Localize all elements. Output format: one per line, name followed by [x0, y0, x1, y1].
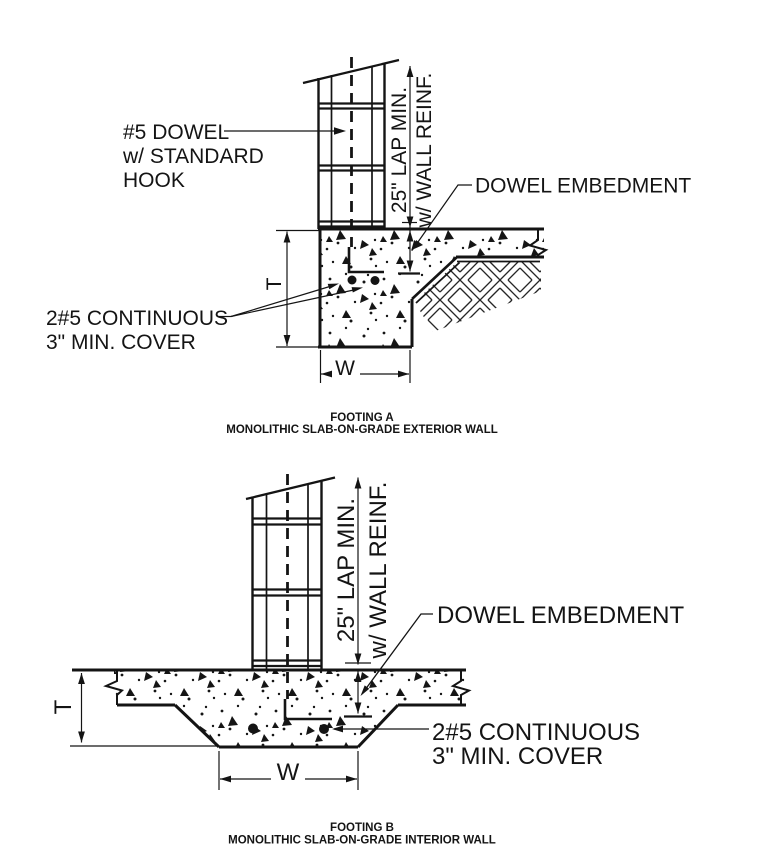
- lap-dimension-text-line1: 25" LAP MIN.: [333, 498, 360, 642]
- dowel-label-line3: HOOK: [123, 169, 185, 192]
- bars-label-line2: 3" MIN. COVER: [46, 331, 196, 354]
- dowel-bar: [283, 474, 332, 721]
- embedment-leader: [411, 184, 472, 251]
- rebar-bar-2: [370, 276, 380, 285]
- dowel-hook: [347, 247, 384, 274]
- concrete-outline: [72, 668, 472, 749]
- dowel-label-line2: w/ STANDARD: [122, 145, 264, 168]
- rebar-bar-1: [248, 723, 258, 734]
- dimensions: [70, 477, 372, 790]
- rebar-dots: [248, 723, 329, 734]
- dowel-label-line1: #5 DOWEL: [123, 121, 229, 144]
- leader-lines: [332, 613, 433, 733]
- lap-dimension-text-line2: w/ WALL REINF.: [365, 482, 392, 660]
- leader-lines: [219, 127, 472, 318]
- wall-section: [245, 476, 336, 670]
- dowel-hook: [283, 699, 332, 721]
- wall-break-line: [245, 476, 336, 501]
- slab-break-symbol: [527, 229, 549, 257]
- caption-footing-a-subtitle: MONOLITHIC SLAB-ON-GRADE EXTERIOR WALL: [226, 424, 498, 436]
- labels: 25" LAP MIN. w/ WALL REINF. DOWEL EMBEDM…: [50, 482, 684, 786]
- caption-footing-b-subtitle: MONOLITHIC SLAB-ON-GRADE INTERIOR WALL: [228, 835, 496, 847]
- embedment-leader: [361, 613, 433, 695]
- footing-a-figure: #5 DOWEL w/ STANDARD HOOK 25" LAP MIN. w…: [46, 57, 691, 436]
- rebar-bar-2: [319, 724, 329, 734]
- slab-break-symbol-right: [450, 670, 472, 705]
- footing-b-figure: 25" LAP MIN. w/ WALL REINF. DOWEL EMBEDM…: [50, 474, 684, 847]
- dowel-bar: [347, 57, 384, 274]
- bars-label-line1: 2#5 CONTINUOUS: [46, 307, 228, 330]
- rebar-bar-1: [347, 275, 357, 285]
- caption: FOOTING A MONOLITHIC SLAB-ON-GRADE EXTER…: [226, 412, 498, 436]
- embedment-label: DOWEL EMBEDMENT: [437, 602, 684, 629]
- caption: FOOTING B MONOLITHIC SLAB-ON-GRADE INTER…: [228, 822, 496, 847]
- thickness-dim-label: T: [263, 277, 286, 290]
- thickness-dim-label: T: [50, 699, 77, 714]
- slab-break-symbol-left: [103, 670, 125, 705]
- lap-dimension-text-line1: 25" LAP MIN.: [388, 87, 411, 213]
- bars-label-line1: 2#5 CONTINUOUS: [432, 719, 640, 746]
- embedment-label: DOWEL EMBEDMENT: [475, 175, 691, 198]
- lap-dimension-text-line2: w/ WALL REINF.: [413, 73, 436, 229]
- width-dim-label: W: [335, 357, 355, 380]
- bars-label-line2: 3" MIN. COVER: [432, 743, 603, 770]
- concrete-texture: [114, 670, 466, 747]
- dimensions: [276, 66, 420, 383]
- rebar-dots: [347, 275, 380, 285]
- labels: #5 DOWEL w/ STANDARD HOOK 25" LAP MIN. w…: [46, 73, 691, 380]
- concrete-outline: [318, 227, 549, 349]
- wall-break-line: [302, 58, 400, 85]
- width-dim-label: W: [277, 759, 300, 786]
- caption-footing-a-title: FOOTING A: [330, 412, 393, 424]
- caption-footing-b-title: FOOTING B: [330, 822, 394, 834]
